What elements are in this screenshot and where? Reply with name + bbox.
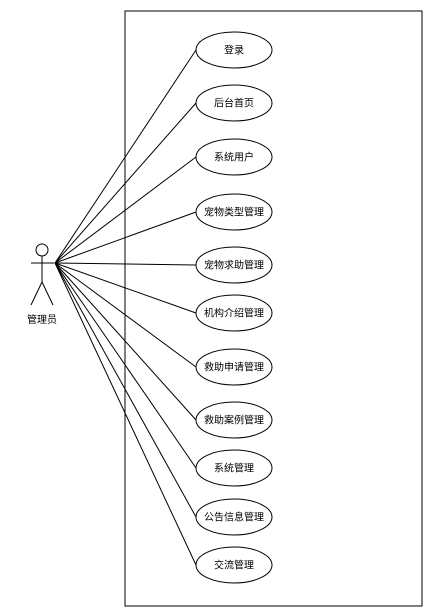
use-case-label: 救助申请管理 <box>204 361 264 374</box>
use-case-ellipse <box>195 546 273 584</box>
use-case-ellipse <box>195 193 273 231</box>
association-line <box>54 262 197 266</box>
use-case[interactable]: 机构介绍管理 <box>195 294 273 332</box>
association-line <box>54 211 197 264</box>
association-line <box>54 102 197 264</box>
association-line <box>54 262 197 566</box>
use-case-ellipse <box>195 31 273 69</box>
use-case-ellipse <box>195 294 273 332</box>
actor-right-leg <box>41 281 54 306</box>
use-case[interactable]: 宠物类型管理 <box>195 193 273 231</box>
use-case-label: 登录 <box>224 44 244 57</box>
association-line <box>54 156 197 264</box>
use-case[interactable]: 系统管理 <box>195 449 273 487</box>
use-case-ellipse <box>195 246 273 284</box>
use-case[interactable]: 登录 <box>195 31 273 69</box>
use-case-ellipse <box>195 348 273 386</box>
use-case[interactable]: 救助案例管理 <box>195 401 273 439</box>
actor-admin[interactable]: 管理员 <box>27 243 57 326</box>
use-case-label: 系统管理 <box>214 462 254 475</box>
use-case-ellipse <box>195 138 273 176</box>
use-case-label: 后台首页 <box>214 97 254 110</box>
use-case[interactable]: 宠物求助管理 <box>195 246 273 284</box>
use-case-ellipse <box>195 84 273 122</box>
actor-head <box>35 243 49 257</box>
use-case-label: 机构介绍管理 <box>204 307 264 320</box>
actor-left-leg <box>30 281 43 306</box>
use-case-label: 救助案例管理 <box>204 414 264 427</box>
association-lines <box>54 49 197 566</box>
association-line <box>54 262 197 421</box>
use-case[interactable]: 交流管理 <box>195 546 273 584</box>
use-case-label: 交流管理 <box>214 559 254 572</box>
association-line <box>54 49 197 264</box>
use-case-ellipse <box>195 401 273 439</box>
association-line <box>54 262 197 518</box>
actor-label: 管理员 <box>27 313 57 326</box>
association-line <box>54 262 197 314</box>
association-line <box>54 262 197 469</box>
association-line <box>54 262 197 368</box>
use-case[interactable]: 系统用户 <box>195 138 273 176</box>
use-case[interactable]: 公告信息管理 <box>195 498 273 536</box>
use-case-label: 宠物求助管理 <box>204 259 264 272</box>
use-case-list: 登录后台首页系统用户宠物类型管理宠物求助管理机构介绍管理救助申请管理救助案例管理… <box>195 31 273 584</box>
use-case-label: 系统用户 <box>214 151 254 164</box>
use-case-ellipse <box>195 449 273 487</box>
use-case[interactable]: 后台首页 <box>195 84 273 122</box>
use-case-label: 公告信息管理 <box>204 511 264 524</box>
use-case-label: 宠物类型管理 <box>204 206 264 219</box>
system-boundary <box>124 10 423 607</box>
use-case[interactable]: 救助申请管理 <box>195 348 273 386</box>
use-case-ellipse <box>195 498 273 536</box>
